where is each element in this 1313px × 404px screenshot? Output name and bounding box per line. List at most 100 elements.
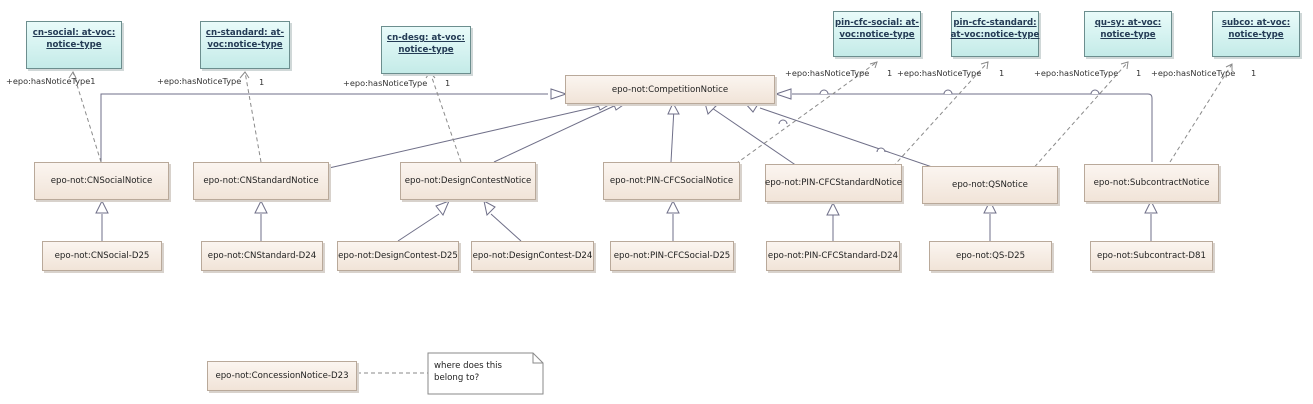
note-text: where does this belong to? <box>434 361 503 383</box>
class-label: epo-not:PIN-CFCStandard-D24 <box>767 251 899 261</box>
role-label-pincfcstandard: +epo:hasNoticeType <box>897 68 982 78</box>
vocab-label: pin-cfc-standard: at-voc:notice-type <box>950 18 1040 40</box>
vocab-label: qu-sy: at-voc: notice-type <box>1094 18 1162 40</box>
association-cnsocial <box>72 71 102 163</box>
generalization-pincfcsocial <box>670 107 675 163</box>
class-label: epo-not:CNStandard-D24 <box>207 251 317 261</box>
arrowhead <box>1225 63 1233 71</box>
triangle-sub-dc-left <box>435 200 450 216</box>
class-label: epo-not:Subcontract-D81 <box>1097 251 1206 261</box>
vocab-label: cn-social: at-voc: notice-type <box>32 28 116 50</box>
class-label: epo-not:CNSocialNotice <box>50 176 153 186</box>
vocab-label: subco: at-voc: notice-type <box>1221 18 1291 40</box>
triangle-sub-subcontract <box>1144 199 1158 214</box>
class-label: epo-not:DesignContest-D25 <box>338 251 458 261</box>
class-label: epo-not:QSNotice <box>952 180 1028 190</box>
class-competition-notice[interactable]: epo-not:CompetitionNotice <box>565 75 775 104</box>
note[interactable]: where does this belong to? <box>428 353 538 393</box>
role-label-cnsocial: +epo:hasNoticeType1 <box>6 76 96 86</box>
arrowhead <box>239 71 250 79</box>
multiplicity-qs: 1 <box>1136 68 1142 78</box>
vocab-qu-sy[interactable]: qu-sy: at-voc: notice-type <box>1084 11 1172 57</box>
triangle-root-right <box>774 88 792 100</box>
class-designcontest-notice[interactable]: epo-not:DesignContestNotice <box>400 162 536 200</box>
class-cnsocial-notice[interactable]: epo-not:CNSocialNotice <box>34 162 169 200</box>
arrowhead <box>869 61 878 69</box>
class-label: epo-not:CNSocial-D25 <box>54 251 150 261</box>
role-label-qs: +epo:hasNoticeType <box>1034 68 1119 78</box>
vocab-cn-social[interactable]: cn-social: at-voc: notice-type <box>26 21 122 69</box>
arrowhead <box>980 61 989 70</box>
class-cnstandard-d24[interactable]: epo-not:CNStandard-D24 <box>201 241 323 271</box>
triangle-root-qs <box>743 102 759 113</box>
class-designcontest-d25[interactable]: epo-not:DesignContest-D25 <box>337 241 459 271</box>
association-cnstandard <box>244 71 262 163</box>
jump-arc <box>1090 89 1100 95</box>
class-subcontract-d81[interactable]: epo-not:Subcontract-D81 <box>1090 241 1213 271</box>
association-pincfcsocial <box>729 61 878 169</box>
generalization-cnstandard <box>328 105 601 169</box>
class-cnsocial-d25[interactable]: epo-not:CNSocial-D25 <box>42 241 162 271</box>
vocab-label: cn-desg: at-voc: notice-type <box>387 33 465 55</box>
triangle-sub-pinsocial <box>666 199 680 214</box>
class-label: epo-not:DesignContest-D24 <box>472 251 593 261</box>
generalization-dc-d25 <box>397 213 440 242</box>
vocab-cn-desg[interactable]: cn-desg: at-voc: notice-type <box>381 26 471 74</box>
class-label: epo-not:SubcontractNotice <box>1093 178 1210 188</box>
jump-arc <box>876 147 886 153</box>
class-subcontract-notice[interactable]: epo-not:SubcontractNotice <box>1084 164 1219 202</box>
generalization-cnsocial <box>100 93 548 162</box>
role-label-subcontract: +epo:hasNoticeType <box>1151 68 1236 78</box>
vocab-pin-cfc-social[interactable]: pin-cfc-social: at- voc:notice-type <box>833 11 921 57</box>
association-qs <box>1029 61 1129 173</box>
triangle-sub-pinstandard <box>826 201 840 216</box>
class-label: epo-not:PIN-CFCSocial-D25 <box>613 251 731 261</box>
role-label-pincfcsocial: +epo:hasNoticeType <box>785 68 870 78</box>
arrowhead <box>1120 61 1129 70</box>
generalization-designcontest <box>493 105 615 163</box>
association-designcontest <box>429 71 462 163</box>
vocab-subco[interactable]: subco: at-voc: notice-type <box>1212 11 1300 57</box>
class-qs-notice[interactable]: epo-not:QSNotice <box>922 166 1058 204</box>
class-label: epo-not:CompetitionNotice <box>611 84 729 95</box>
role-label-designcontest: +epo:hasNoticeType <box>343 78 428 88</box>
triangle-root-pinsocial <box>667 101 680 115</box>
vocab-pin-cfc-standard[interactable]: pin-cfc-standard: at-voc:notice-type <box>951 11 1039 57</box>
triangle-sub-cnstandard <box>254 199 268 214</box>
multiplicity-cnstandard: 1 <box>259 77 265 87</box>
triangle-root-left <box>550 88 568 100</box>
generalization-subcontract <box>792 93 1153 162</box>
class-label: epo-not:CNStandardNotice <box>203 176 319 186</box>
multiplicity-pincfcsocial: 1 <box>887 68 893 78</box>
generalization-qs <box>759 107 936 169</box>
class-pincfcsocial-d25[interactable]: epo-not:PIN-CFCSocial-D25 <box>610 241 734 271</box>
multiplicity-designcontest: 1 <box>445 78 451 88</box>
association-subcontract <box>1169 63 1233 163</box>
jump-arc <box>819 89 829 95</box>
class-pincfcsocial-notice[interactable]: epo-not:PIN-CFCSocialNotice <box>603 162 740 200</box>
class-designcontest-d24[interactable]: epo-not:DesignContest-D24 <box>471 241 594 271</box>
class-label: epo-not:PIN-CFCStandardNotice <box>765 178 902 188</box>
class-label: epo-not:PIN-CFCSocialNotice <box>609 176 734 186</box>
triangle-sub-cnsocial <box>95 199 109 214</box>
note-shape <box>427 352 544 395</box>
generalization-dc-d24 <box>490 213 522 242</box>
class-qs-d25[interactable]: epo-not:QS-D25 <box>929 241 1052 271</box>
arrowhead <box>68 71 77 79</box>
class-label: epo-not:QS-D25 <box>955 251 1026 261</box>
role-label-cnstandard: +epo:hasNoticeType <box>157 76 242 86</box>
class-cnstandard-notice[interactable]: epo-not:CNStandardNotice <box>193 162 329 200</box>
class-pincfcstandard-notice[interactable]: epo-not:PIN-CFCStandardNotice <box>765 164 902 202</box>
class-label: epo-not:DesignContestNotice <box>404 176 532 186</box>
vocab-cn-standard[interactable]: cn-standard: at- voc:notice-type <box>200 21 290 69</box>
vocab-label: pin-cfc-social: at- voc:notice-type <box>835 18 919 40</box>
triangle-root-pinstandard <box>704 102 717 115</box>
class-concession-notice-d23[interactable]: epo-not:ConcessionNotice-D23 <box>207 361 357 391</box>
multiplicity-subcontract: 1 <box>1251 68 1257 78</box>
triangle-sub-dc-right <box>483 200 496 217</box>
class-pincfcstandard-d24[interactable]: epo-not:PIN-CFCStandard-D24 <box>766 241 900 271</box>
triangle-sub-qs <box>983 199 997 214</box>
vocab-label: cn-standard: at- voc:notice-type <box>205 28 285 50</box>
